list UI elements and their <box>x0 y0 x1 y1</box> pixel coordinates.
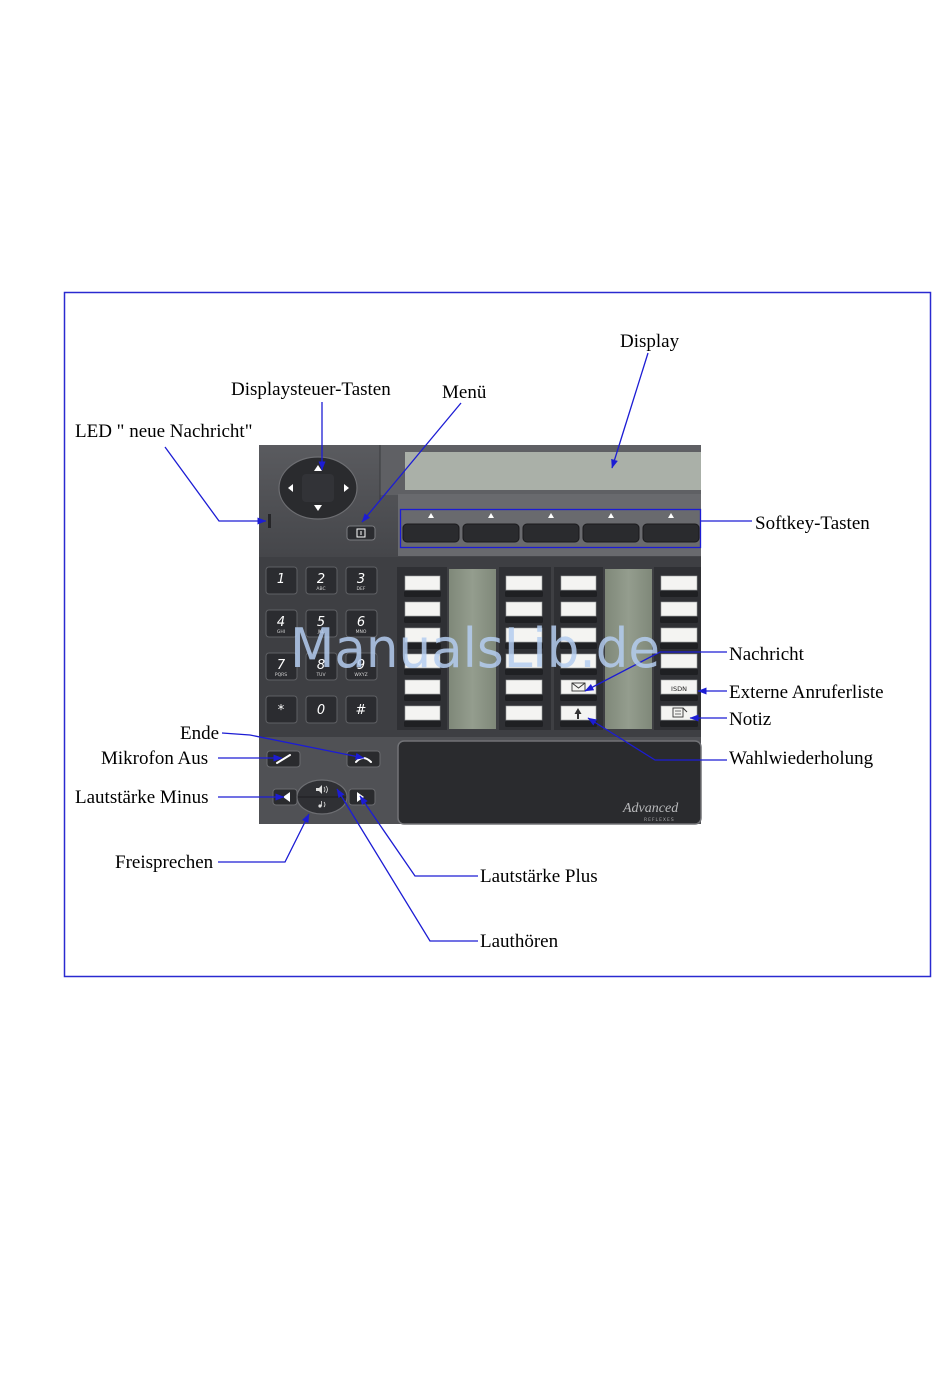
programmable-key-label <box>506 602 542 616</box>
keypad-key-3: 3DEF <box>346 567 377 594</box>
label-end: Ende <box>180 723 219 744</box>
label-volume-plus: Lautstärke Plus <box>480 866 598 887</box>
programmable-key <box>660 669 698 675</box>
label-softkeys: Softkey-Tasten <box>755 513 870 534</box>
label-volume-minus: Lautstärke Minus <box>75 787 209 808</box>
programmable-key-label <box>561 680 596 694</box>
end-key <box>347 751 380 767</box>
programmable-key-label <box>661 654 697 668</box>
programmable-key-label <box>661 576 697 590</box>
svg-text:ABC: ABC <box>316 586 325 592</box>
label-led: LED " neue Nachricht" <box>75 421 252 442</box>
programmable-key-label <box>661 628 697 642</box>
programmable-key-label <box>561 576 596 590</box>
svg-text:2: 2 <box>317 572 325 587</box>
svg-text:DEF: DEF <box>357 586 366 592</box>
label-message: Nachricht <box>729 644 805 665</box>
programmable-key <box>660 617 698 623</box>
programmable-key-label <box>661 602 697 616</box>
programmable-key <box>404 591 441 597</box>
programmable-key <box>505 721 543 727</box>
svg-text:1: 1 <box>277 572 285 587</box>
programmable-key <box>505 695 543 701</box>
svg-text:PQRS: PQRS <box>275 672 287 678</box>
label-loudspeaker: Lauthören <box>480 931 559 952</box>
menu-key <box>347 526 375 540</box>
svg-text:0: 0 <box>317 703 325 718</box>
brand-logo: Advanced <box>622 801 679 816</box>
navigation-keys <box>279 457 357 519</box>
svg-text:#: # <box>356 703 367 718</box>
display-screen <box>405 452 701 490</box>
programmable-key-label <box>405 602 440 616</box>
label-external-call-list: Externe Anruferliste <box>729 682 884 703</box>
speaker-keys <box>297 780 347 814</box>
isdn-key-label: ISDN <box>671 685 687 693</box>
programmable-key <box>404 695 441 701</box>
programmable-key-label <box>506 706 542 720</box>
label-note: Notiz <box>729 709 771 730</box>
programmable-key <box>660 695 698 701</box>
svg-text:7: 7 <box>277 658 286 673</box>
programmable-key-label <box>506 680 542 694</box>
label-nav-keys: Displaysteuer-Tasten <box>231 379 391 400</box>
label-display: Display <box>620 331 680 352</box>
programmable-key <box>560 721 597 727</box>
brand-line: REFLEXES <box>644 817 675 823</box>
programmable-key <box>560 695 597 701</box>
keypad-key-hash: # <box>346 696 377 723</box>
mic-off-key <box>267 751 300 767</box>
programmable-key <box>404 721 441 727</box>
label-handsfree: Freisprechen <box>115 852 214 873</box>
programmable-key-label <box>405 706 440 720</box>
watermark: ManualsLib.de <box>290 617 660 680</box>
keypad-key-2: 2ABC <box>306 567 337 594</box>
programmable-key-label <box>506 576 542 590</box>
programmable-key-label <box>405 680 440 694</box>
programmable-key-label <box>405 576 440 590</box>
programmable-key-label <box>561 602 596 616</box>
programmable-key <box>660 643 698 649</box>
svg-text:3: 3 <box>357 572 365 587</box>
keypad-key-star: * <box>266 696 297 723</box>
svg-text:4: 4 <box>277 615 285 630</box>
keypad-key-1: 1 <box>266 567 297 594</box>
programmable-key <box>660 591 698 597</box>
pointer-led <box>165 447 266 521</box>
programmable-key <box>505 591 543 597</box>
svg-text:GHI: GHI <box>277 629 285 635</box>
led-indicator <box>268 514 271 528</box>
label-menu: Menü <box>442 382 487 403</box>
programmable-key <box>660 721 698 727</box>
keypad-key-0: 0 <box>306 696 337 723</box>
label-mic-off: Mikrofon Aus <box>101 748 208 769</box>
label-redial: Wahlwiederholung <box>729 748 874 769</box>
svg-text:*: * <box>278 703 285 718</box>
programmable-key <box>560 591 597 597</box>
volume-plus-key <box>349 789 375 805</box>
